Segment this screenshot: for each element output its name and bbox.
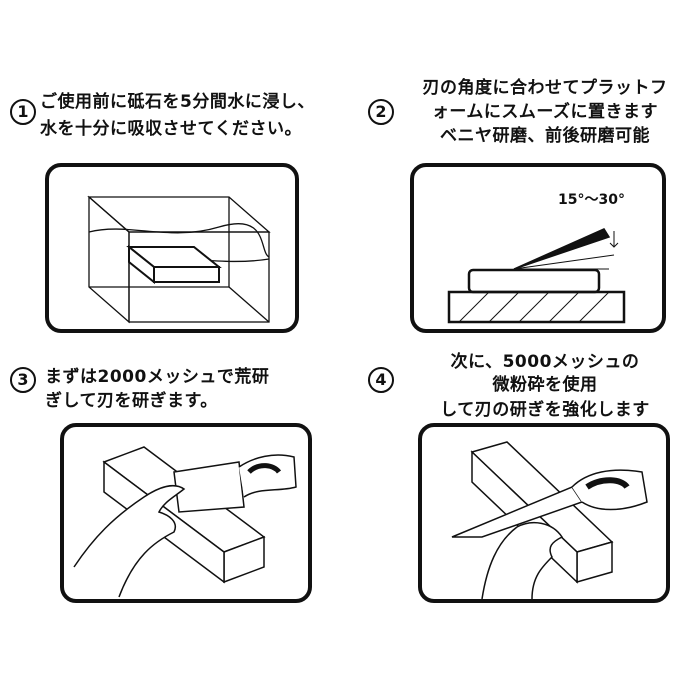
step-1-line-2: 水を十分に吸収させてください。 bbox=[40, 119, 302, 139]
angle-label: 15°〜30° bbox=[558, 192, 625, 208]
step-3-illustration-coarse-sharpening bbox=[60, 423, 312, 603]
step-4-line-3: して刃の研ぎを強化します bbox=[440, 400, 650, 420]
step-1-line-1: ご使用前に砥石を5分間水に浸し、 bbox=[40, 92, 315, 112]
step-3-number: 3 bbox=[10, 367, 36, 393]
step-2-illustration-blade-angle bbox=[410, 163, 666, 333]
step-3-line-1: まずは2000メッシュで荒研 bbox=[45, 367, 270, 387]
step-4-line-1: 次に、5000メッシュの bbox=[450, 352, 640, 372]
step-1-number: 1 bbox=[10, 99, 36, 125]
step-4-line-2: 微粉砕を使用 bbox=[492, 375, 598, 395]
step-1-illustration-soak-stone bbox=[45, 163, 299, 333]
step-2-line-1: 刃の角度に合わせてプラットフ bbox=[422, 78, 668, 98]
step-3-line-2: ぎして刃を研ぎます。 bbox=[45, 391, 218, 411]
step-4-illustration-fine-sharpening bbox=[418, 423, 670, 603]
step-2-line-2: ォームにスムーズに置きます bbox=[431, 102, 659, 122]
step-2-number: 2 bbox=[368, 99, 394, 125]
step-4-number: 4 bbox=[368, 367, 394, 393]
step-2-line-3: ベニヤ研磨、前後研磨可能 bbox=[440, 126, 650, 146]
